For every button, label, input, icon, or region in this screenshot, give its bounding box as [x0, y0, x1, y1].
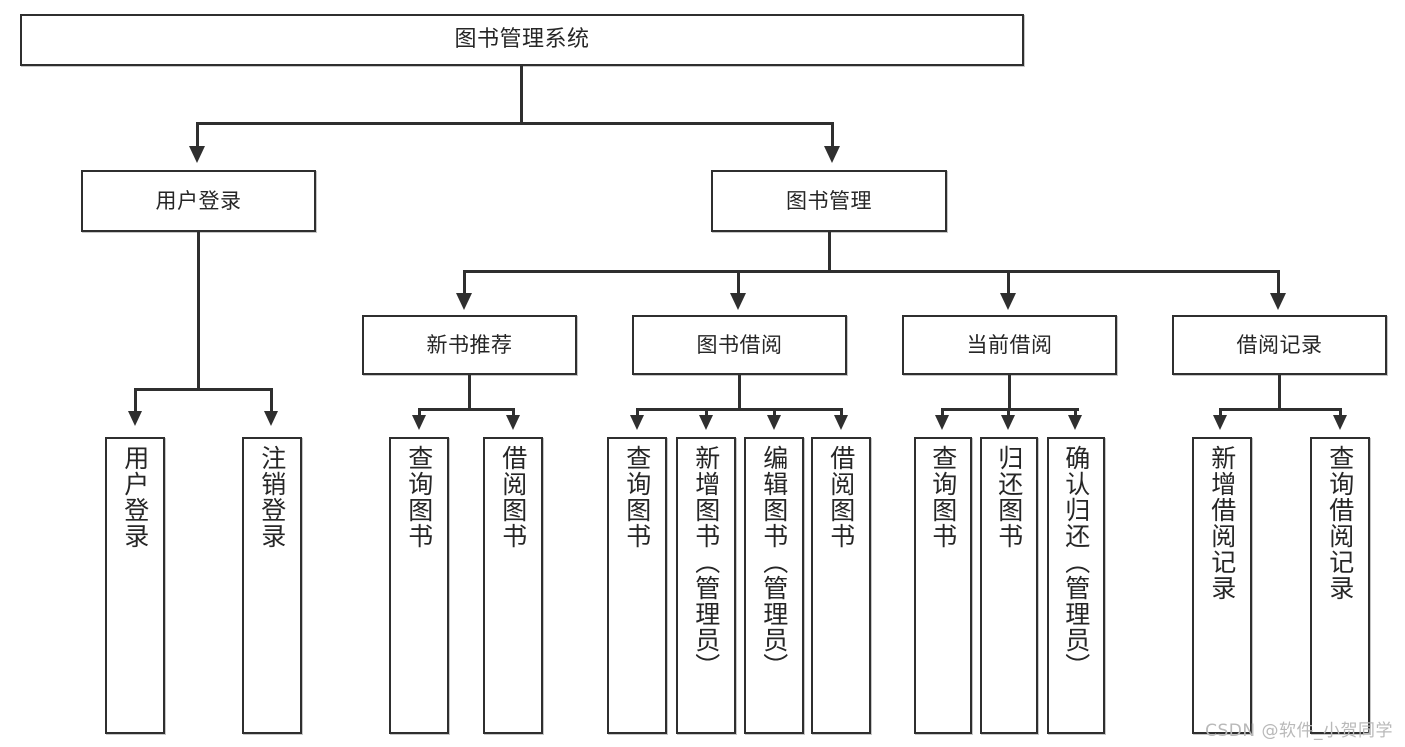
node-label: 查询图书	[622, 445, 652, 549]
leaf-borrow-record-add[interactable]: 新增借阅记录	[1192, 437, 1252, 734]
edge-new-book-drop-2	[512, 408, 515, 418]
edge-root-bus	[196, 122, 834, 125]
node-book-management[interactable]: 图书管理	[711, 170, 947, 232]
node-label: 新书推荐	[426, 332, 513, 357]
leaf-user-login-logout[interactable]: 注销登录	[242, 437, 302, 734]
node-borrow-record[interactable]: 借阅记录	[1172, 315, 1387, 375]
node-label: 图书借阅	[696, 332, 783, 357]
edge-bm-drop-new-book	[463, 270, 466, 295]
edge-current-borrow-drop-3	[1074, 408, 1077, 418]
node-label: 新增借阅记录	[1207, 445, 1237, 601]
edge-new-book-stem	[468, 375, 471, 410]
edge-book-borrow-drop-1	[636, 408, 639, 418]
edge-user-login-bus	[134, 388, 273, 391]
edge-root-to-book-management	[831, 122, 834, 148]
arrow-current-borrow-leaf-2	[1001, 415, 1015, 430]
leaf-book-borrow-edit-admin[interactable]: 编辑图书（管理员）	[744, 437, 804, 734]
edge-book-borrow-stem	[738, 375, 741, 410]
edge-borrow-record-drop-1	[1219, 408, 1222, 418]
edge-book-borrow-drop-2	[705, 408, 708, 418]
edge-bm-drop-current-borrow	[1007, 270, 1010, 295]
node-book-borrow[interactable]: 图书借阅	[632, 315, 847, 375]
edge-current-borrow-stem	[1008, 375, 1011, 410]
edge-book-borrow-bus	[636, 408, 841, 411]
leaf-current-borrow-confirm-admin[interactable]: 确认归还（管理员）	[1047, 437, 1105, 734]
node-label: 查询借阅记录	[1325, 445, 1355, 601]
arrow-book-borrow-leaf-2	[699, 415, 713, 430]
node-label: 新增图书（管理员）	[691, 445, 721, 679]
node-root-book-management-system[interactable]: 图书管理系统	[20, 14, 1024, 66]
arrow-bm-to-new-book-recommend	[456, 293, 472, 310]
leaf-borrow-record-query[interactable]: 查询借阅记录	[1310, 437, 1370, 734]
arrow-bm-to-borrow-record	[1270, 293, 1286, 310]
arrow-bm-to-book-borrow	[730, 293, 746, 310]
node-current-borrow[interactable]: 当前借阅	[902, 315, 1117, 375]
node-label: 用户登录	[120, 445, 150, 549]
edge-bm-drop-borrow-record	[1277, 270, 1280, 295]
node-label: 查询图书	[928, 445, 958, 549]
node-label: 图书管理	[786, 188, 872, 213]
node-new-book-recommend[interactable]: 新书推荐	[362, 315, 577, 375]
node-label: 归还图书	[994, 445, 1024, 549]
edge-book-management-stem	[828, 232, 831, 272]
edge-user-login-drop-2	[270, 388, 273, 413]
node-label: 用户登录	[155, 188, 242, 213]
arrow-new-book-leaf-1	[412, 415, 426, 430]
edge-current-borrow-bus	[941, 408, 1079, 411]
arrow-user-login-leaf-1	[128, 411, 142, 426]
leaf-book-borrow-borrow[interactable]: 借阅图书	[811, 437, 871, 734]
edge-book-borrow-drop-3	[773, 408, 776, 418]
edge-user-login-stem	[197, 232, 200, 390]
leaf-user-login-login[interactable]: 用户登录	[105, 437, 165, 734]
edge-new-book-bus	[418, 408, 515, 411]
arrow-bm-to-current-borrow	[1000, 293, 1016, 310]
arrow-borrow-record-leaf-2	[1333, 415, 1347, 430]
edge-borrow-record-bus	[1219, 408, 1342, 411]
node-label: 借阅图书	[826, 445, 856, 549]
node-label: 借阅图书	[498, 445, 528, 549]
edge-book-borrow-drop-4	[840, 408, 843, 418]
node-label: 注销登录	[257, 445, 287, 549]
edge-borrow-record-drop-2	[1339, 408, 1342, 418]
leaf-book-borrow-add-admin[interactable]: 新增图书（管理员）	[676, 437, 736, 734]
leaf-new-book-borrow[interactable]: 借阅图书	[483, 437, 543, 734]
node-label: 借阅记录	[1236, 332, 1323, 357]
leaf-current-borrow-return[interactable]: 归还图书	[980, 437, 1038, 734]
arrow-root-to-book-management	[824, 146, 840, 163]
arrow-root-to-user-login	[189, 146, 205, 163]
csdn-watermark: CSDN @软件_小贺同学	[1205, 721, 1393, 741]
edge-bm-drop-book-borrow	[737, 270, 740, 295]
node-user-login[interactable]: 用户登录	[81, 170, 316, 232]
node-label: 确认归还（管理员）	[1061, 445, 1091, 679]
node-label: 图书管理系统	[454, 27, 590, 53]
leaf-book-borrow-query[interactable]: 查询图书	[607, 437, 667, 734]
node-label: 编辑图书（管理员）	[759, 445, 789, 679]
arrow-current-borrow-leaf-3	[1068, 415, 1082, 430]
arrow-book-borrow-leaf-3	[767, 415, 781, 430]
arrow-user-login-leaf-2	[264, 411, 278, 426]
node-label: 查询图书	[404, 445, 434, 549]
node-label: 当前借阅	[966, 332, 1053, 357]
arrow-book-borrow-leaf-1	[630, 415, 644, 430]
arrow-current-borrow-leaf-1	[935, 415, 949, 430]
edge-user-login-drop-1	[134, 388, 137, 413]
edge-new-book-drop-1	[418, 408, 421, 418]
leaf-new-book-query[interactable]: 查询图书	[389, 437, 449, 734]
edge-root-stem	[520, 66, 523, 122]
edge-current-borrow-drop-1	[941, 408, 944, 418]
arrow-borrow-record-leaf-1	[1213, 415, 1227, 430]
edge-current-borrow-drop-2	[1007, 408, 1010, 418]
edge-borrow-record-stem	[1278, 375, 1281, 410]
edge-book-management-bus	[463, 270, 1280, 273]
arrow-book-borrow-leaf-4	[834, 415, 848, 430]
edge-root-to-user-login	[196, 122, 199, 148]
leaf-current-borrow-query[interactable]: 查询图书	[914, 437, 972, 734]
arrow-new-book-leaf-2	[506, 415, 520, 430]
